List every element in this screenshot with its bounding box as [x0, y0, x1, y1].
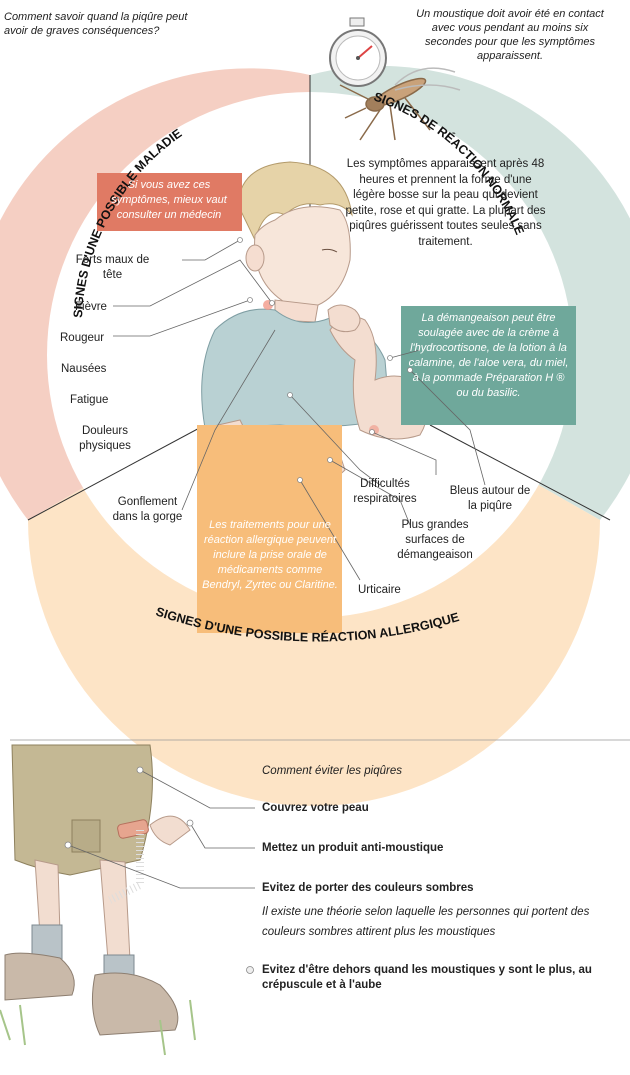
prevention-item-cover: Couvrez votre peau [262, 802, 369, 814]
symptom-fever: Fièvre [75, 301, 107, 313]
legs-illustration [0, 744, 196, 1056]
normal-description: Les symptômes apparaissent après 48 heur… [345, 158, 546, 248]
prevention-item-dark-colors-detail: Il existe une théorie selon laquelle les… [262, 906, 590, 938]
symptom-pain: Douleurs physiques [79, 425, 131, 452]
prevention-item-repellent: Mettez un produit anti-moustique [262, 842, 444, 854]
stopwatch-icon [329, 17, 387, 87]
mosquito-icon [339, 67, 461, 141]
prevention-title: Comment éviter les piqûres [262, 765, 402, 777]
label-itch: Plus grandes surfaces de démangeaison [397, 519, 473, 561]
illness-callout: Si vous avez ces symptômes, mieux vaut c… [111, 179, 227, 221]
normal-callout-box [401, 306, 576, 425]
leader-lines [113, 239, 486, 581]
header-question: Comment savoir quand la piqûre peut avoi… [4, 11, 188, 37]
label-bruises: Bleus autour de la piqûre [449, 485, 531, 512]
allergic-callout: Les traitements pour une réaction allerg… [202, 519, 338, 591]
label-breathing: Difficultés respiratoires [353, 478, 417, 505]
prevention-item-dark-colors: Evitez de porter des couleurs sombres [262, 882, 474, 894]
header-note: Un moustique doit avoir été en contact a… [416, 8, 604, 62]
allergic-callout-box [197, 425, 342, 633]
symptom-redness: Rougeur [60, 332, 105, 344]
normal-callout: La démangeaison peut être soulagée avec … [408, 312, 569, 399]
label-throat: Gonflement dans la gorge [112, 496, 183, 523]
label-hives: Urticaire [358, 584, 401, 596]
symptom-fatigue: Fatigue [70, 394, 109, 406]
symptom-nausea: Nausées [61, 363, 107, 375]
illness-callout-box [97, 173, 242, 231]
symptom-headache: Forts maux de tête [75, 254, 150, 281]
prevention-item-dusk-dawn: Evitez d'être dehors quand les moustique… [262, 964, 592, 991]
